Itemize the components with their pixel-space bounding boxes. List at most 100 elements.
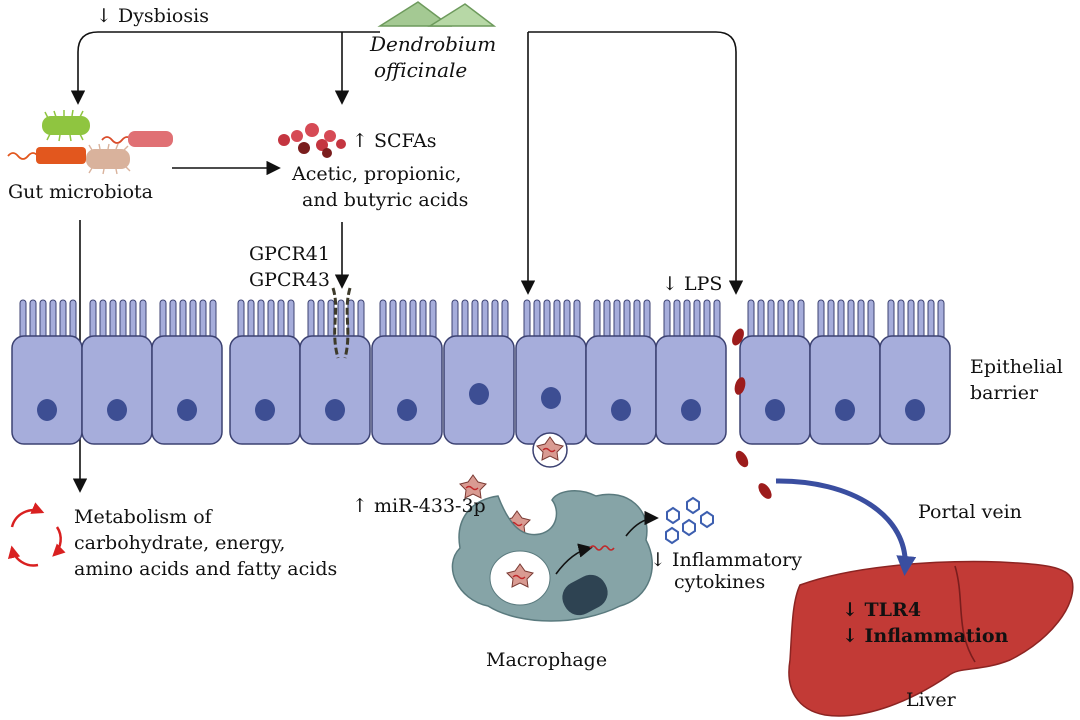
- cell-nucleus: [325, 399, 345, 421]
- microvillus: [357, 299, 365, 341]
- up-arrow-icon: ↑: [352, 130, 368, 152]
- macrophage-label: Macrophage: [486, 649, 608, 671]
- scfa-molecules-icon: [278, 123, 346, 158]
- microvillus: [327, 299, 335, 341]
- microvillus: [159, 299, 167, 341]
- receptor-label-1: GPCR41: [249, 243, 330, 265]
- microvillus: [501, 299, 509, 341]
- microvillus: [523, 299, 531, 341]
- microvillus: [99, 299, 107, 341]
- microvillus: [683, 299, 691, 341]
- cytokines-icon: [665, 496, 714, 545]
- epithelial-label-line1: Epithelial: [970, 356, 1063, 378]
- microvillus: [59, 299, 67, 341]
- gpcr-receptor-icon: [331, 287, 352, 359]
- microvillus: [49, 299, 57, 341]
- microvillus: [593, 299, 601, 341]
- microvillus: [797, 299, 805, 341]
- cell-nucleus: [765, 399, 785, 421]
- microvillus: [837, 299, 845, 341]
- microvillus: [189, 299, 197, 341]
- microvillus: [633, 299, 641, 341]
- epithelial-cell: [879, 335, 951, 445]
- microvillus: [491, 299, 499, 341]
- microvillus: [543, 299, 551, 341]
- epithelial-cells: [11, 299, 951, 445]
- bacteria-icon: [7, 109, 173, 175]
- metabolism-line1: Metabolism of: [74, 506, 212, 528]
- dysbiosis-label: ↓ Dysbiosis: [96, 4, 209, 28]
- microvillus: [767, 299, 775, 341]
- microvillus: [867, 299, 875, 341]
- microvillus: [777, 299, 785, 341]
- up-arrow-icon: ↑: [352, 495, 368, 517]
- epithelial-cell: [655, 335, 727, 445]
- microvillus: [603, 299, 611, 341]
- liver-inflammation-label: ↓ Inflammation: [842, 625, 1009, 647]
- microvillus: [419, 299, 427, 341]
- microvillus: [277, 299, 285, 341]
- microvillus: [429, 299, 437, 341]
- arrow-to-lps: [528, 31, 744, 295]
- liver-label: Liver: [906, 689, 956, 711]
- microvillus: [673, 299, 681, 341]
- microvillus: [461, 299, 469, 341]
- microvillus: [917, 299, 925, 341]
- epithelial-cell: [11, 335, 83, 445]
- microvillus: [317, 299, 325, 341]
- microvillus: [757, 299, 765, 341]
- dysbiosis-text: Dysbiosis: [117, 5, 209, 27]
- microvillus: [693, 299, 701, 341]
- microvillus: [287, 299, 295, 341]
- lps-label: ↓ LPS: [662, 272, 722, 296]
- down-arrow-icon: ↓: [662, 273, 678, 295]
- gut-microbiota-label: Gut microbiota: [8, 181, 153, 203]
- microvillus: [703, 299, 711, 341]
- microvillus: [139, 299, 147, 341]
- microvillus: [209, 299, 217, 341]
- scfas-text: SCFAs: [373, 130, 437, 152]
- mirna-text: miR-433-3p: [373, 495, 486, 517]
- microvillus: [69, 299, 77, 341]
- epithelial-cell: [585, 335, 657, 445]
- microvillus: [179, 299, 187, 341]
- microvillus: [533, 299, 541, 341]
- microvillus: [713, 299, 721, 341]
- microvillus: [907, 299, 915, 341]
- microvillus: [409, 299, 417, 341]
- microvillus: [643, 299, 651, 341]
- plant-name-line1: Dendrobium: [370, 32, 497, 56]
- microvillus: [109, 299, 117, 341]
- cell-nucleus: [835, 399, 855, 421]
- microvillus: [563, 299, 571, 341]
- microvillus: [663, 299, 671, 341]
- microvillus: [897, 299, 905, 341]
- microvillus: [29, 299, 37, 341]
- lps-leak-icon: [732, 328, 772, 499]
- receptor-label-2: GPCR43: [249, 269, 330, 291]
- scfas-detail-line2: and butyric acids: [302, 189, 469, 211]
- liver-icon: [788, 560, 1074, 717]
- cell-nucleus: [397, 399, 417, 421]
- epithelial-label-line2: barrier: [970, 382, 1039, 404]
- cell-nucleus: [37, 399, 57, 421]
- microvillus: [119, 299, 127, 341]
- microvillus: [399, 299, 407, 341]
- cytokines-line2: cytokines: [674, 571, 766, 593]
- microvillus: [623, 299, 631, 341]
- arrow-to-gut-microbiota: [70, 31, 380, 105]
- macrophage-icon: [451, 490, 659, 622]
- metabolism-line2: carbohydrate, energy,: [74, 532, 286, 554]
- cell-nucleus: [255, 399, 275, 421]
- scfas-detail-line1: Acetic, propionic,: [292, 163, 462, 185]
- microvillus: [379, 299, 387, 341]
- epithelial-cell: [299, 335, 371, 445]
- microvillus: [613, 299, 621, 341]
- cytokines-label: ↓ Inflammatory: [650, 548, 802, 572]
- microvillus: [787, 299, 795, 341]
- epithelial-cell: [739, 335, 811, 445]
- microvillus: [199, 299, 207, 341]
- microvillus: [573, 299, 581, 341]
- microvillus: [247, 299, 255, 341]
